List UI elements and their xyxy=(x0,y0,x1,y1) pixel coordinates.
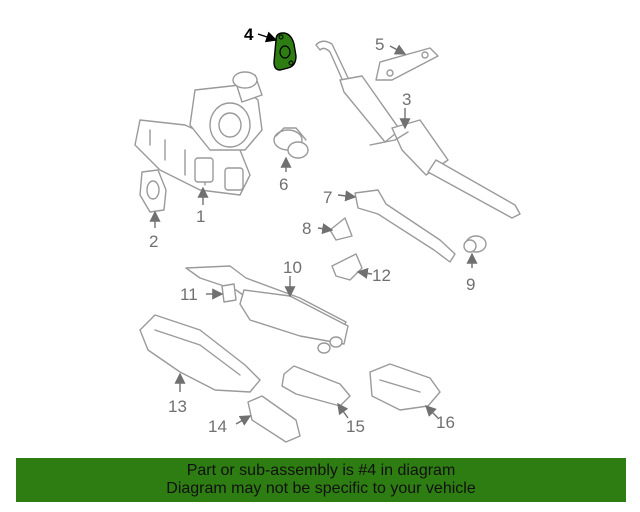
info-banner: Part or sub-assembly is #4 in diagram Di… xyxy=(16,458,626,502)
part-2-gasket[interactable] xyxy=(139,169,167,213)
callout-16[interactable]: 16 xyxy=(436,413,455,432)
callout-1[interactable]: 1 xyxy=(196,207,205,226)
callout-3[interactable]: 3 xyxy=(402,90,411,109)
leader-4 xyxy=(257,31,278,43)
part-16-heat-shield[interactable] xyxy=(369,363,441,411)
callout-14[interactable]: 14 xyxy=(208,417,227,436)
exhaust-parts-diagram: 4 1 2 3 5 6 xyxy=(134,25,521,443)
part-15-heat-shield[interactable] xyxy=(281,365,351,407)
callout-4[interactable]: 4 xyxy=(244,25,254,44)
callout-9[interactable]: 9 xyxy=(466,275,475,294)
part-13-heat-shield[interactable] xyxy=(139,314,261,393)
callout-15[interactable]: 15 xyxy=(346,417,365,436)
part-5-bracket[interactable] xyxy=(375,47,439,81)
callout-10[interactable]: 10 xyxy=(283,258,302,277)
part-4-gasket[interactable] xyxy=(273,32,297,71)
part-1-manifold-turbo[interactable] xyxy=(134,71,263,196)
part-12-bracket[interactable] xyxy=(331,253,363,281)
part-6-clamp[interactable] xyxy=(273,127,309,159)
part-11-bracket[interactable] xyxy=(221,283,237,303)
callout-7[interactable]: 7 xyxy=(323,188,332,207)
callout-13[interactable]: 13 xyxy=(168,397,187,416)
callout-11[interactable]: 11 xyxy=(180,285,198,304)
callout-6[interactable]: 6 xyxy=(279,175,288,194)
banner-line-2: Diagram may not be specific to your vehi… xyxy=(166,480,476,497)
part-8-hanger[interactable] xyxy=(329,217,353,241)
callout-12[interactable]: 12 xyxy=(372,266,391,285)
callout-5[interactable]: 5 xyxy=(375,35,384,54)
callout-2[interactable]: 2 xyxy=(149,232,158,251)
callout-8[interactable]: 8 xyxy=(302,219,311,238)
part-14-heat-shield[interactable] xyxy=(247,395,301,443)
part-9-seal[interactable] xyxy=(463,235,487,253)
part-3-front-pipe-catalyst[interactable] xyxy=(315,40,521,219)
banner-line-1: Part or sub-assembly is #4 in diagram xyxy=(186,462,456,479)
part-7-intermediate-pipe[interactable] xyxy=(354,189,456,263)
